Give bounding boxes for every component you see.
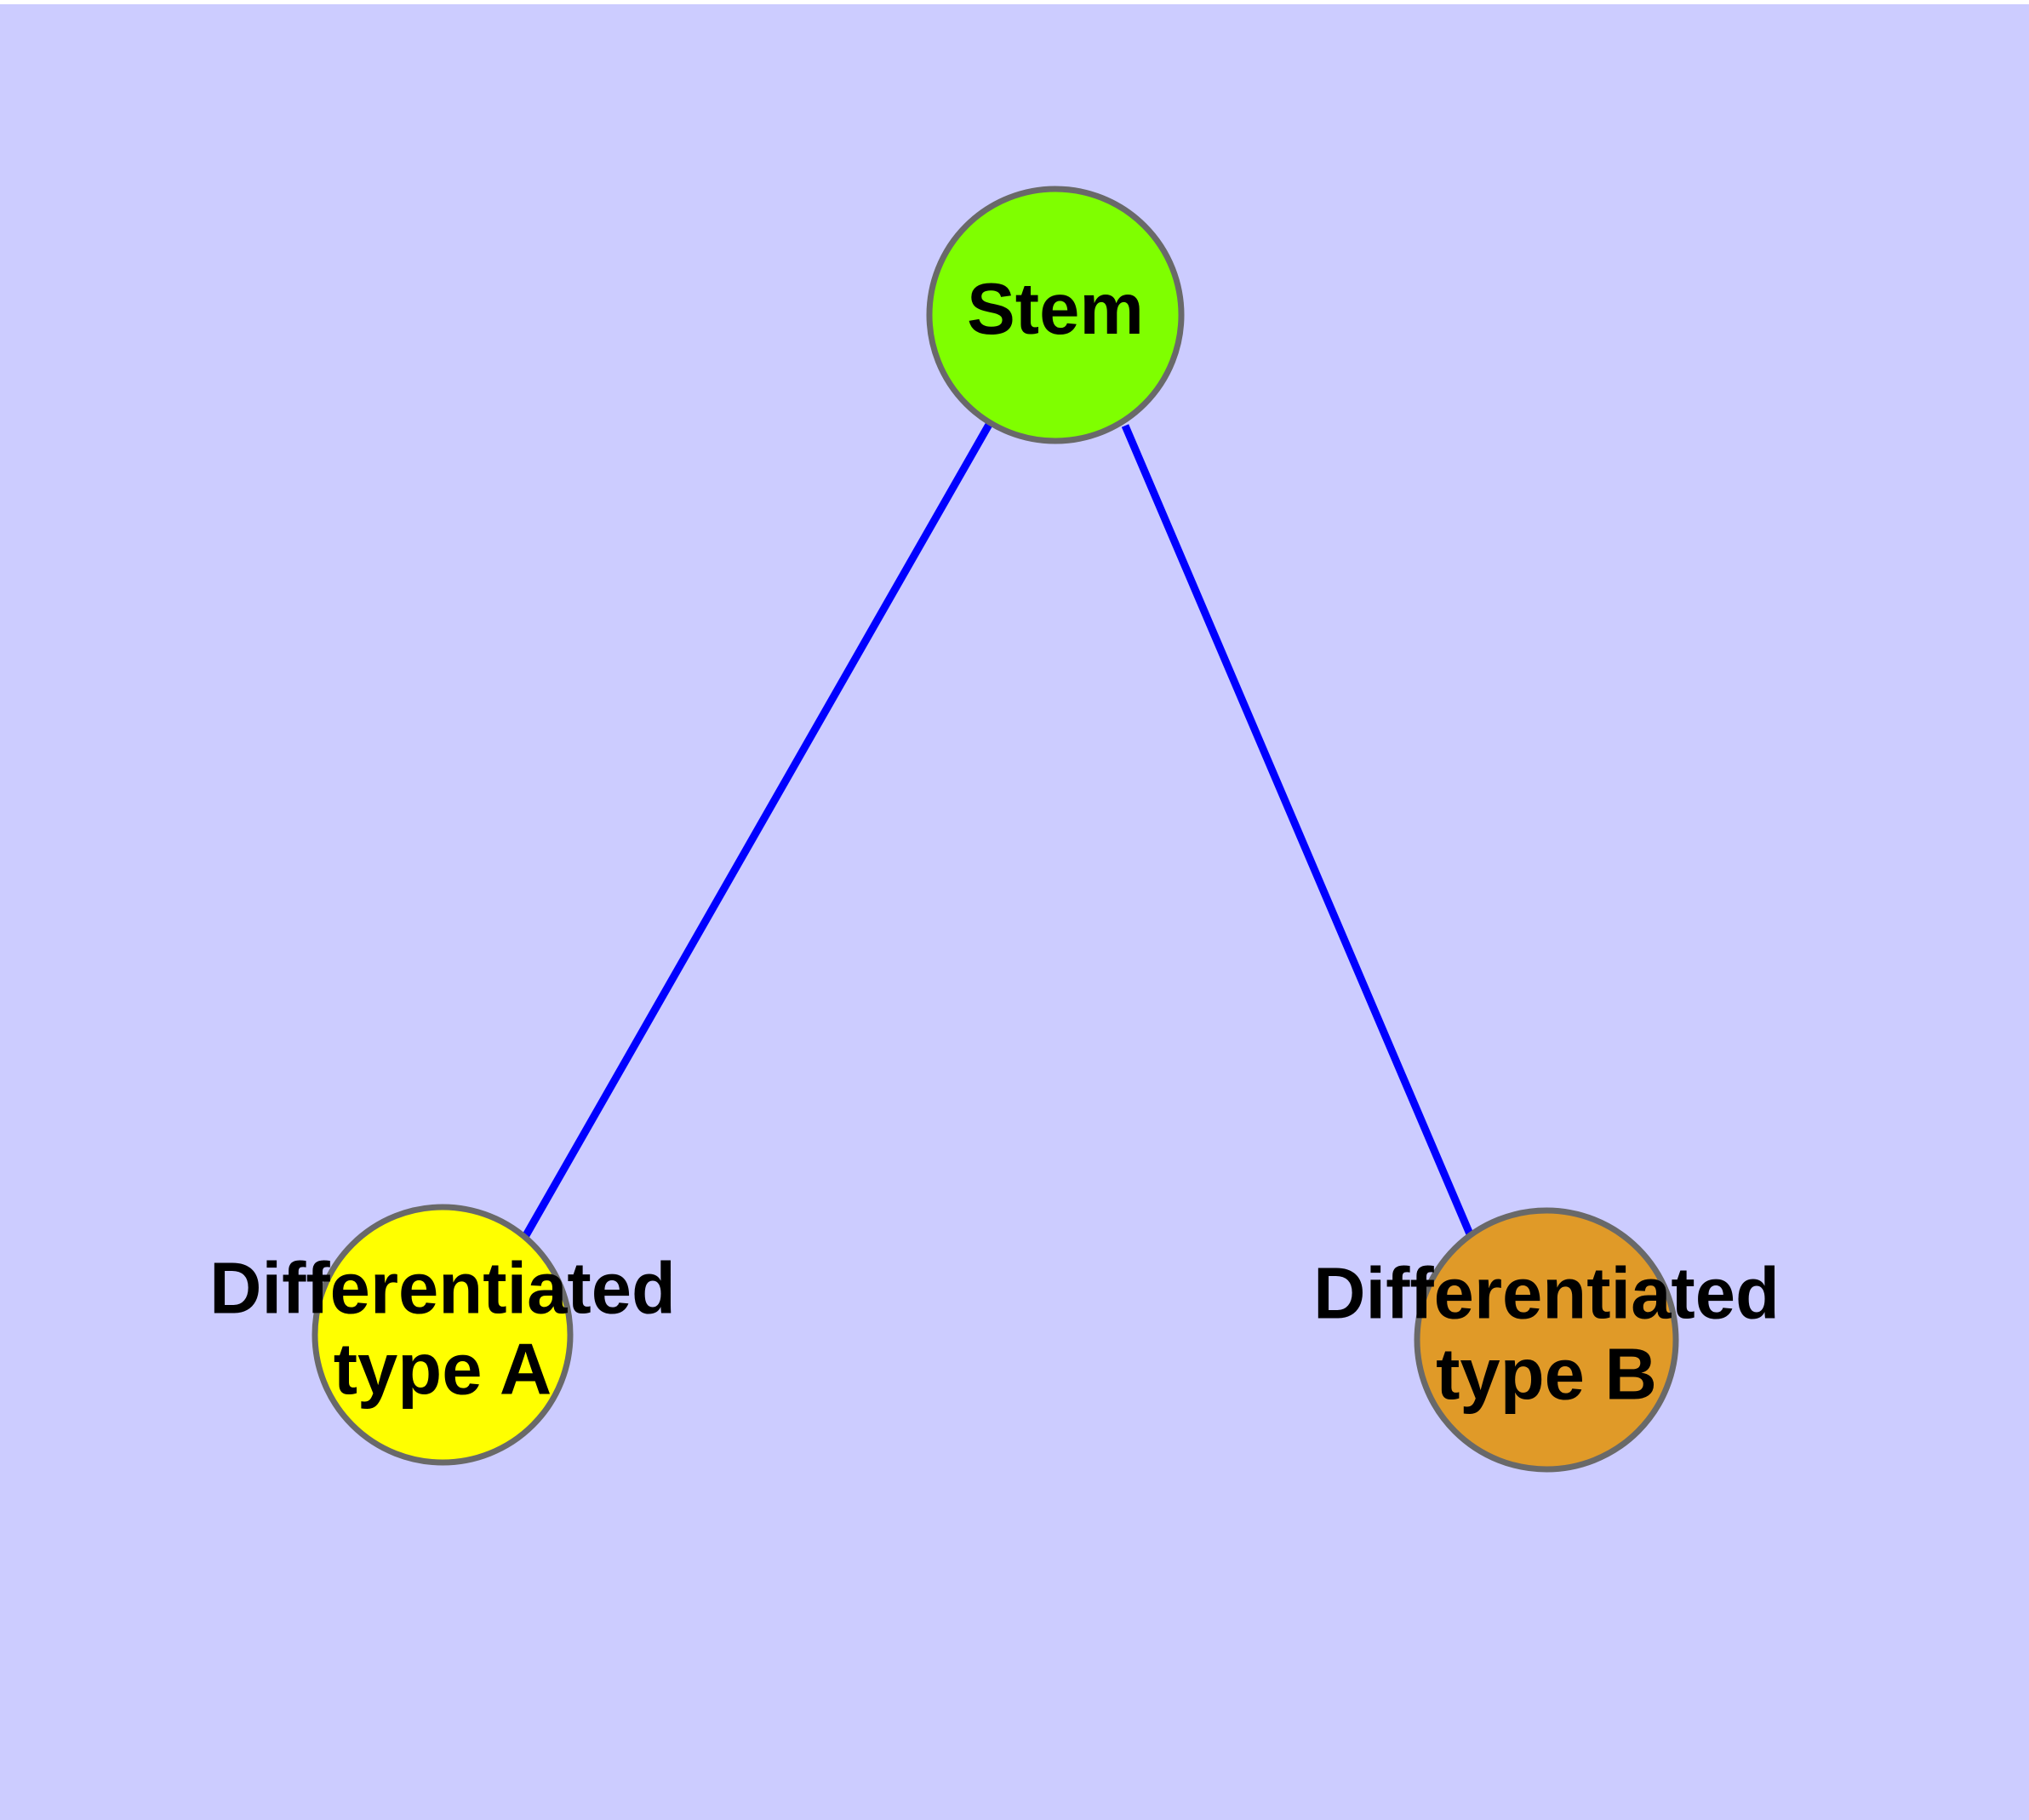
- graph-node-diff_b[interactable]: [1414, 1207, 1679, 1473]
- graph-node-label-line: Stem: [967, 269, 1144, 350]
- graph-node-label-line: Differentiated: [209, 1249, 676, 1330]
- graph-node-label-stem: Stem: [967, 269, 1144, 350]
- graph-node-label-line: Differentiated: [1313, 1254, 1780, 1335]
- nodes-layer: [311, 186, 1679, 1473]
- graph-node-diff_a[interactable]: [311, 1204, 574, 1466]
- graph-node-label-line: type B: [1436, 1335, 1657, 1416]
- edges-layer: [522, 421, 1475, 1239]
- graph-node-label-line: type A: [334, 1330, 552, 1411]
- graph-edge-stem-diff_a[interactable]: [522, 421, 993, 1239]
- graph-node-stem[interactable]: [926, 186, 1185, 444]
- graph-edge-stem-diff_b[interactable]: [1121, 424, 1475, 1238]
